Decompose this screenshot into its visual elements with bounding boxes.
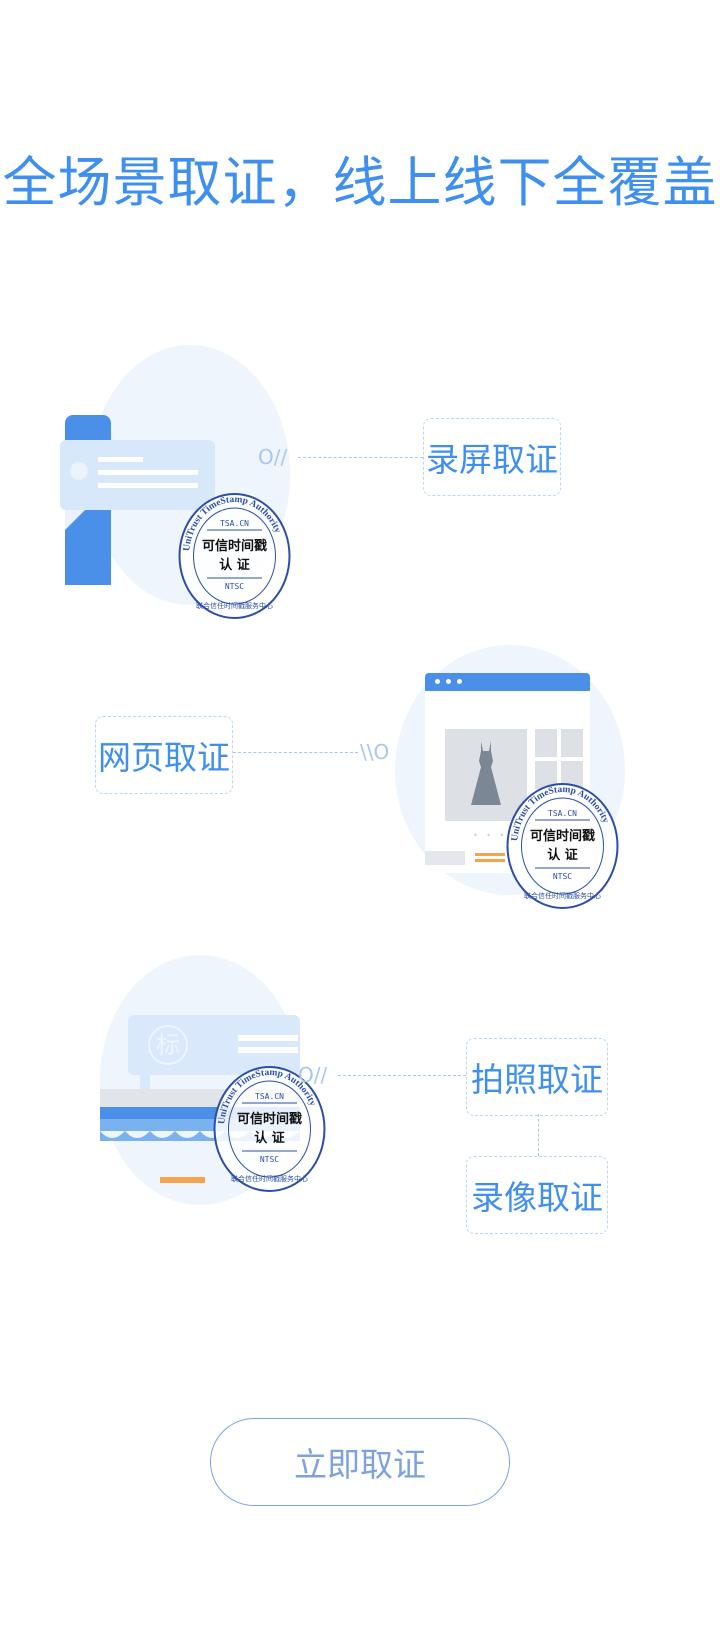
chat-bubble-icon (60, 440, 215, 510)
svg-text:NTSC: NTSC (225, 582, 244, 591)
connector-line (338, 1075, 466, 1076)
scene-label-photo[interactable]: 拍照取证 (466, 1038, 608, 1116)
page-title: 全场景取证，线上线下全覆盖 (2, 151, 718, 214)
svg-text:TSA.CN: TSA.CN (548, 809, 577, 818)
svg-text:认 证: 认 证 (547, 847, 578, 863)
connector-mark: O// (298, 1063, 328, 1087)
svg-text:联合信任时间戳服务中心: 联合信任时间戳服务中心 (196, 601, 273, 610)
connector-line-vertical (538, 1114, 539, 1156)
scene-label-text: 拍照取证 (471, 1060, 603, 1099)
svg-text:认 证: 认 证 (254, 1130, 285, 1146)
start-evidence-button[interactable]: 立即取证 (210, 1418, 510, 1506)
svg-text:联合信任时间戳服务中心: 联合信任时间戳服务中心 (524, 891, 601, 900)
scene-label-text: 录屏取证 (426, 440, 558, 479)
connector-line (233, 752, 358, 753)
start-evidence-button-label: 立即取证 (294, 1445, 426, 1484)
timestamp-stamp: UniTrust TimeStamp Authority TSA.CN 可信时间… (212, 1065, 327, 1193)
scene-label-screen-recording[interactable]: 录屏取证 (423, 418, 561, 496)
dress-icon (471, 741, 501, 805)
svg-text:可信时间戳: 可信时间戳 (237, 1111, 302, 1127)
scene-label-video[interactable]: 录像取证 (466, 1156, 608, 1234)
svg-text:TSA.CN: TSA.CN (220, 519, 249, 528)
svg-text:联合信任时间戳服务中心: 联合信任时间戳服务中心 (231, 1174, 308, 1183)
shop-sign: 标 (128, 1015, 300, 1075)
scene-label-webpage[interactable]: 网页取证 (95, 716, 233, 794)
product-image (445, 729, 527, 821)
svg-text:TSA.CN: TSA.CN (255, 1092, 284, 1101)
scene-label-text: 网页取证 (98, 738, 230, 777)
connector-line (298, 457, 423, 458)
timestamp-stamp: UniTrust TimeStamp Authority TSA.CN 可信时间… (177, 492, 292, 620)
svg-text:可信时间戳: 可信时间戳 (202, 538, 267, 554)
connector-mark: \\O (360, 740, 390, 764)
svg-text:NTSC: NTSC (260, 1155, 279, 1164)
connector-mark: O// (258, 445, 288, 469)
svg-text:NTSC: NTSC (553, 872, 572, 881)
sign-badge-icon: 标 (148, 1025, 188, 1065)
timestamp-stamp: UniTrust TimeStamp Authority TSA.CN 可信时间… (505, 782, 620, 910)
avatar-icon (70, 462, 88, 480)
svg-text:可信时间戳: 可信时间戳 (530, 828, 595, 844)
scene-label-text: 录像取证 (471, 1178, 603, 1217)
svg-text:认 证: 认 证 (219, 557, 250, 573)
